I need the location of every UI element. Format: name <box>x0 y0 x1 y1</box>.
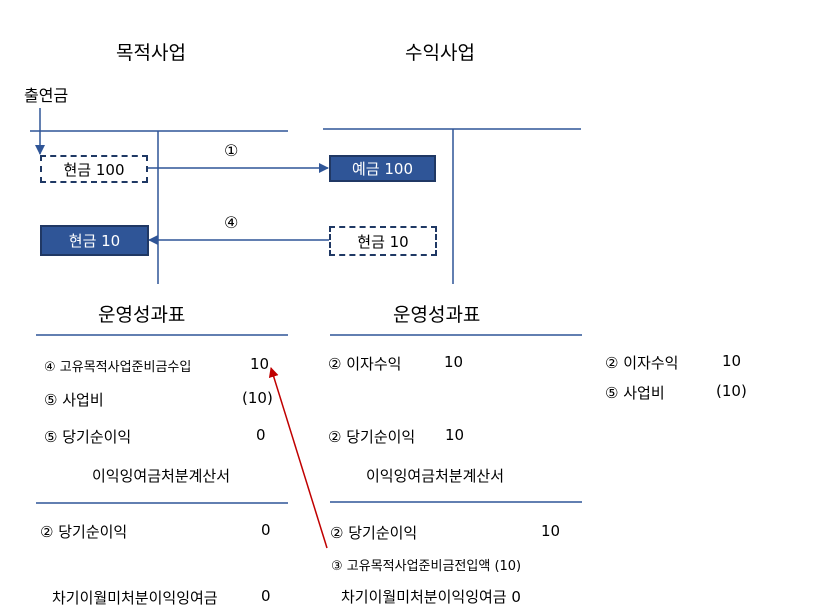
left-statement-title: 운영성과표 <box>98 304 186 326</box>
left-surplus-net-income-value: 0 <box>261 521 271 539</box>
right-row-net-income-value: 10 <box>445 426 465 444</box>
contribution-label: 출연금 <box>24 86 69 105</box>
flow-1-label: ① <box>224 141 239 160</box>
profit-deposit-100-box: 예금 100 <box>329 155 436 182</box>
right-row-interest-label: ② 이자수익 <box>328 355 402 373</box>
side-note-interest-label: ② 이자수익 <box>605 354 679 372</box>
right-surplus-net-income-value: 10 <box>541 522 561 540</box>
left-surplus-carryover-value: 0 <box>261 587 271 605</box>
right-row-net-income-label: ② 당기순이익 <box>328 428 416 446</box>
flow-4-label: ④ <box>224 213 239 232</box>
left-surplus-net-income-label: ② 당기순이익 <box>40 523 128 541</box>
purpose-business-title: 목적사업 <box>116 42 186 64</box>
right-statement-title: 운영성과표 <box>393 304 481 326</box>
right-row-interest-value: 10 <box>444 353 464 371</box>
right-surplus-net-income-label: ② 당기순이익 <box>330 524 418 542</box>
purpose-cash-100-box: 현금 100 <box>40 155 148 183</box>
left-surplus-carryover-label: 차기이월미처분이익잉여금 <box>52 589 218 607</box>
left-row-project-cost-value: (10) <box>242 389 273 407</box>
purpose-cash-10-box: 현금 10 <box>40 225 149 256</box>
left-row-project-cost-label: ⑤ 사업비 <box>44 391 104 409</box>
left-row-net-income-label: ⑤ 당기순이익 <box>44 428 132 446</box>
profit-cash-10-box: 현금 10 <box>329 226 437 256</box>
left-row-reserve-income-value: 10 <box>250 355 270 373</box>
side-note-interest-value: 10 <box>722 352 742 370</box>
reserve-link-arrow <box>268 367 328 549</box>
right-surplus-reserve-transfer: ③ 고유목적사업준비금전입액 (10) <box>331 559 522 574</box>
side-note-project-cost-value: (10) <box>716 382 747 400</box>
left-surplus-title: 이익잉여금처분계산서 <box>92 467 231 485</box>
left-row-reserve-income-label: ④ 고유목적사업준비금수입 <box>44 360 192 375</box>
side-note-project-cost-label: ⑤ 사업비 <box>605 384 665 402</box>
left-row-net-income-value: 0 <box>256 426 266 444</box>
profit-business-title: 수익사업 <box>405 42 475 64</box>
right-surplus-carryover: 차기이월미처분이익잉여금 0 <box>341 588 521 606</box>
right-surplus-title: 이익잉여금처분계산서 <box>366 467 505 485</box>
